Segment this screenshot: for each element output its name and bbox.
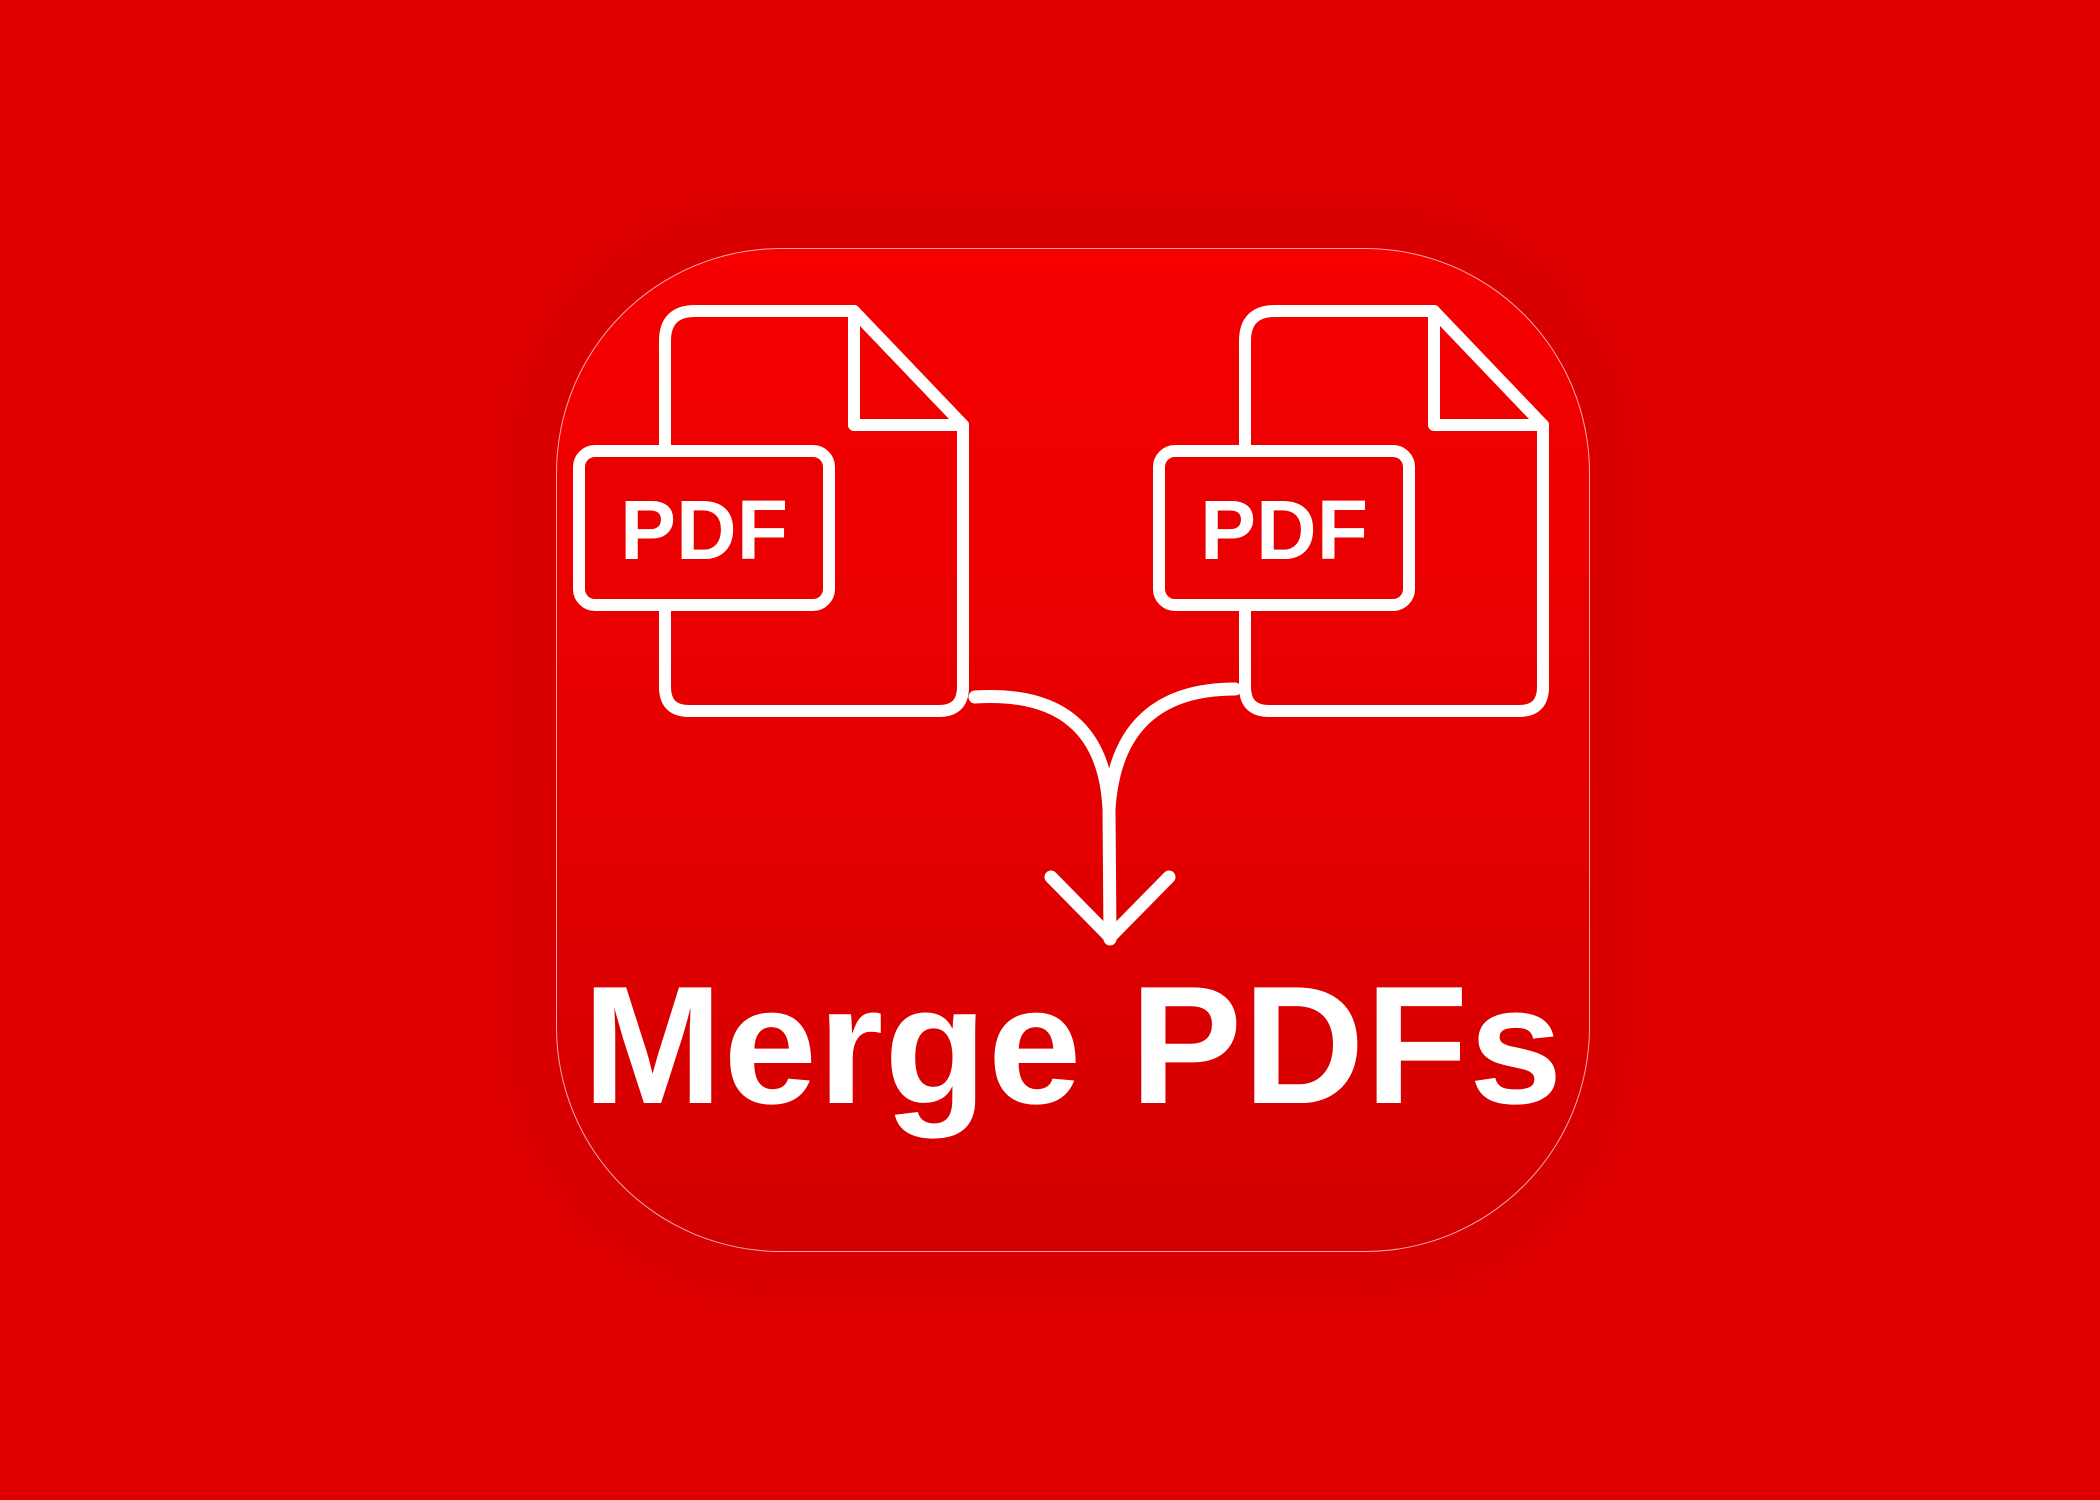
merge-arrow-down-icon	[968, 682, 1242, 946]
right-pdf-label: PDF	[1200, 483, 1368, 577]
left-pdf-label: PDF	[620, 483, 788, 577]
merge-pdfs-app-icon[interactable]: PDF PDF Merge PDFs	[556, 248, 1590, 1252]
merge-illustration: PDF PDF	[573, 305, 1549, 946]
app-title: Merge PDFs	[582, 951, 1564, 1139]
right-pdf-file-icon	[1153, 305, 1549, 717]
left-pdf-file-icon	[573, 305, 969, 717]
